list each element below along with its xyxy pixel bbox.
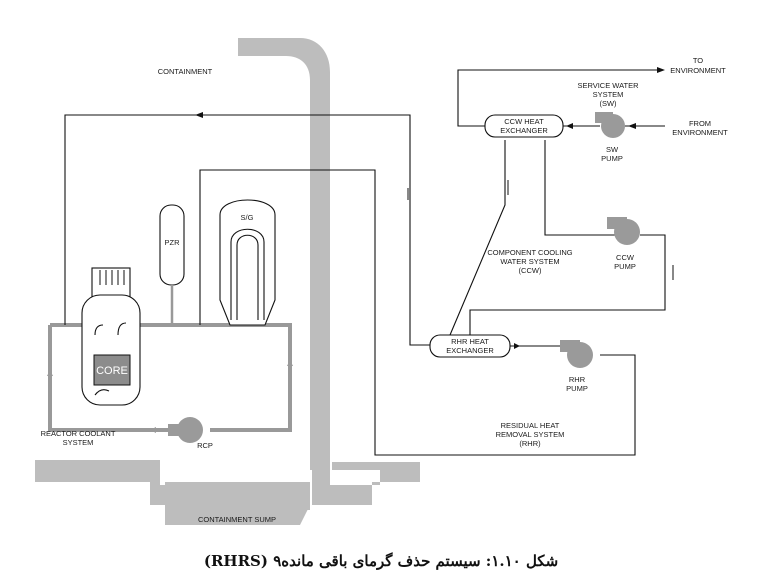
sg-label: S/G [241, 213, 254, 222]
containment-label: CONTAINMENT [158, 67, 213, 76]
steam-generator: S/G [219, 199, 276, 326]
service-water-label-2: SYSTEM [593, 90, 624, 99]
rhr-pump-label-2: PUMP [566, 384, 588, 393]
containment-wall [238, 38, 330, 470]
rhr-system-label-1: RESIDUAL HEAT [501, 421, 560, 430]
ccw-loop-line [449, 140, 506, 336]
rhr-arrow-top [195, 112, 203, 118]
loop-arrow-right [287, 360, 293, 366]
loop-arrow-left [47, 370, 53, 376]
ccw-system-label-1: COMPONENT COOLING [487, 248, 572, 257]
ccw-pump-label-1: CCW [616, 253, 635, 262]
ccw-hx-label-1: CCW HEAT [504, 117, 544, 126]
rcp-label: RCP [197, 441, 213, 450]
ccw-hx-label-2: EXCHANGER [500, 126, 548, 135]
sw-pump: SW PUMP [595, 112, 625, 163]
ccw-system-label-2: WATER SYSTEM [500, 257, 559, 266]
ccw-pump-to-hx-line [544, 140, 615, 236]
sw-pump-label-2: PUMP [601, 154, 623, 163]
core [93, 354, 131, 386]
sw-pump-hx-arrow [566, 123, 573, 129]
rhr-hx-arrow [514, 343, 520, 349]
from-environment-label-2: ENVIRONMENT [672, 128, 728, 137]
rhr-pump-label-1: RHR [569, 375, 586, 384]
pressurizer: PZR [159, 204, 185, 325]
rhr-hx-label-2: EXCHANGER [446, 346, 494, 355]
containment-sump-basin [165, 482, 310, 510]
reactor-coolant-loop [48, 323, 292, 432]
rhr-suction-line [64, 114, 430, 346]
rhr-system-label-3: (RHR) [519, 439, 541, 448]
loop-arrow-bottom [150, 427, 156, 433]
core-label: CORE [96, 365, 128, 377]
sw-pump-label-1: SW [606, 145, 619, 154]
ccw-heat-exchanger: CCW HEAT EXCHANGER [484, 114, 564, 138]
reactor-vessel: CORE [81, 267, 141, 406]
containment-sump-label: CONTAINMENT SUMP [198, 515, 276, 524]
reactor-coolant-system-label-2: SYSTEM [63, 438, 94, 447]
rhr-pump: RHR PUMP [560, 340, 593, 393]
ccw-system-label-3: (CCW) [519, 266, 542, 275]
sw-from-env-arrow [628, 123, 636, 129]
ccw-pump-label-2: PUMP [614, 262, 636, 271]
containment-floor [35, 460, 420, 525]
sw-to-env-arrow [657, 67, 665, 73]
service-water-label-1: SERVICE WATER [577, 81, 639, 90]
rhr-heat-exchanger: RHR HEAT EXCHANGER [429, 334, 511, 358]
from-environment-label-1: FROM [689, 119, 711, 128]
rhr-return-line [199, 169, 636, 456]
rhr-system-label-2: REMOVAL SYSTEM [496, 430, 565, 439]
pzr-label: PZR [165, 238, 181, 247]
to-environment-label-2: ENVIRONMENT [670, 66, 726, 75]
figure-caption: شکل ۱.۱۰: سیستم حذف گرمای باقی مانده۹ (R… [204, 552, 558, 570]
ccw-pump: CCW PUMP [607, 217, 640, 271]
ccw-loop-line-2 [469, 234, 666, 335]
service-water-label-3: (SW) [599, 99, 617, 108]
rcp-pump: RCP [168, 417, 213, 450]
to-environment-label-1: TO [693, 56, 703, 65]
reactor-coolant-system-label-1: REACTOR COOLANT [41, 429, 116, 438]
sw-to-env-line [457, 69, 660, 127]
rhr-hx-label-1: RHR HEAT [451, 337, 489, 346]
